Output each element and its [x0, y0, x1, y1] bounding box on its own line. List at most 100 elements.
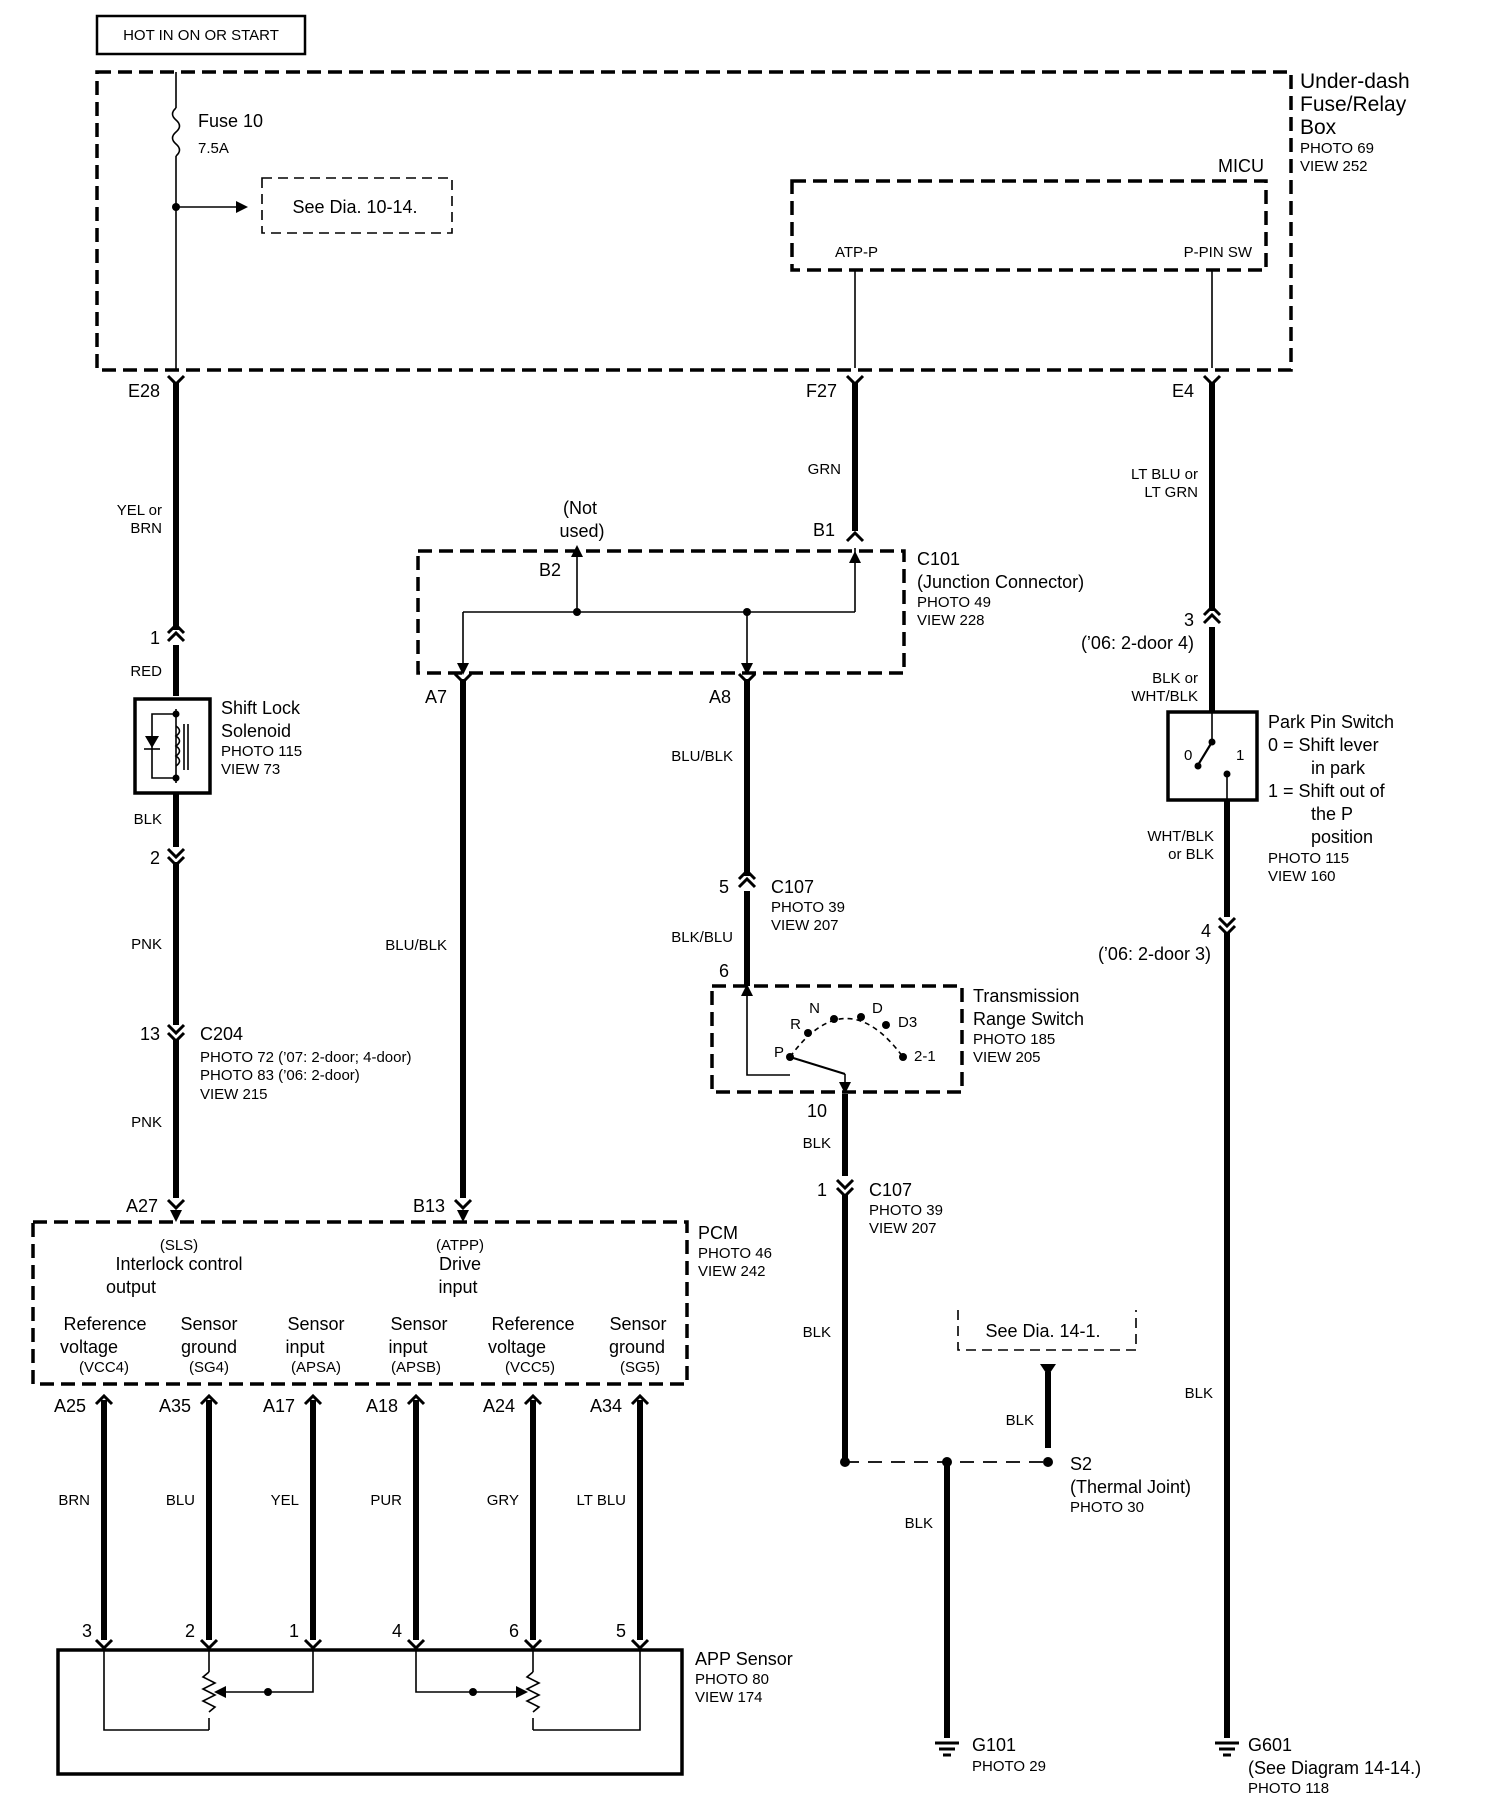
ground-icon	[935, 1741, 959, 1757]
potentiometer-icon	[525, 1671, 541, 1713]
c107-pin-5: 5	[719, 877, 729, 897]
c107-name: C107	[771, 877, 814, 897]
park-pin-legend-4: the P	[1311, 804, 1353, 824]
park-pin-legend-2: in park	[1311, 758, 1366, 778]
pcm-a27: A27	[126, 1196, 158, 1216]
app-pin-6: 6	[509, 1621, 519, 1641]
app-sensor-photo: PHOTO 80	[695, 1671, 769, 1688]
c101-a8: A8	[709, 687, 731, 707]
park-pin-note-4: (’06: 2-door 3)	[1098, 944, 1211, 964]
wire-wht-blk-1: WHT/BLK	[1147, 828, 1214, 845]
g601-name: G601	[1248, 1735, 1292, 1755]
wire-pnk-1: PNK	[131, 936, 162, 953]
pcm-sls-label-2: output	[106, 1277, 156, 1297]
arrow-down-icon	[1040, 1364, 1056, 1376]
solenoid-pin-1: 1	[150, 628, 160, 648]
ref-see-dia-10-14[interactable]: See Dia. 10-14.	[292, 197, 417, 217]
fuse-name: Fuse 10	[198, 111, 263, 131]
pcm-col-3-l2: input	[285, 1337, 324, 1357]
pcm-col-3-code: (APSA)	[291, 1359, 341, 1376]
wire-color-labels: YEL or BRN GRN LT BLU or LT GRN RED BLK …	[117, 461, 1214, 1532]
c101-not-used-1: (Not	[563, 498, 597, 518]
trs-view: VIEW 205	[973, 1049, 1041, 1066]
g101-name: G101	[972, 1735, 1016, 1755]
trs-pos-d: D	[872, 1000, 883, 1017]
pcm-col-3-wire: YEL	[271, 1492, 299, 1509]
pcm-col-5-l1: Reference	[491, 1314, 574, 1334]
pcm-col-6-l1: Sensor	[609, 1314, 666, 1334]
wire-yel-brn-1: YEL or	[117, 502, 162, 519]
c107-lower-view: VIEW 207	[869, 1220, 937, 1237]
fuse-box-title-2: Fuse/Relay	[1300, 93, 1407, 116]
micu-p-pin-sw: P-PIN SW	[1184, 244, 1253, 261]
c204-photo-2: PHOTO 83 (’06: 2-door)	[200, 1067, 360, 1084]
pcm-col-4-l2: input	[388, 1337, 427, 1357]
c101-desc: (Junction Connector)	[917, 572, 1084, 592]
c101-a7: A7	[425, 687, 447, 707]
park-pin-switch: 3 (’06: 2-door 4) 0 1 Park Pin Switch 0 …	[1081, 610, 1394, 964]
ground-g601: G601 (See Diagram 14-14.) PHOTO 118	[1215, 1735, 1421, 1797]
pcm-col-2-wire: BLU	[166, 1492, 195, 1509]
pcm-col-6-wire: LT BLU	[577, 1492, 626, 1509]
arrow-up-icon	[741, 984, 753, 996]
fuse-rating: 7.5A	[198, 140, 229, 157]
c101-b1: B1	[813, 520, 835, 540]
g601-desc: (See Diagram 14-14.)	[1248, 1758, 1421, 1778]
fuse-box-photo: PHOTO 69	[1300, 140, 1374, 157]
wire-blk-wht-1: BLK or	[1152, 670, 1198, 687]
c101-junction-connector: (Not used) B2 B1 A7 A8 C101 (Junction Co…	[416, 498, 1084, 707]
c107-pin-6: 6	[719, 961, 729, 981]
park-pin-zero: 0	[1184, 747, 1192, 764]
wire-blk-trs: BLK	[803, 1135, 831, 1152]
trs-pos-n: N	[809, 1000, 820, 1017]
app-pin-3: 3	[82, 1621, 92, 1641]
pcm-b13: B13	[413, 1196, 445, 1216]
c204-pin: 13	[140, 1024, 160, 1044]
connector-marks	[94, 374, 1237, 1651]
wire-blk-blu: BLK/BLU	[671, 929, 733, 946]
wire-blk-solenoid: BLK	[134, 811, 162, 828]
g101-photo: PHOTO 29	[972, 1758, 1046, 1775]
power-label-box: HOT IN ON OR START	[95, 14, 307, 56]
park-pin-legend-5: position	[1311, 827, 1373, 847]
diode-icon	[145, 736, 159, 748]
potentiometer-icon	[201, 1671, 217, 1713]
trs-pos-p: P	[774, 1044, 784, 1061]
s2-name: S2	[1070, 1454, 1092, 1474]
pcm-col-1-l1: Reference	[63, 1314, 146, 1334]
pcm-sls-label-1: Interlock control	[115, 1254, 242, 1274]
app-sensor-name: APP Sensor	[695, 1649, 793, 1669]
pcm-col-1-code: (VCC4)	[79, 1359, 129, 1376]
terminal-e4: E4	[1172, 381, 1194, 401]
trs-photo: PHOTO 185	[973, 1031, 1055, 1048]
c107-connector-lower: 1 C107 PHOTO 39 VIEW 207	[817, 1180, 943, 1237]
terminal-e28: E28	[128, 381, 160, 401]
transmission-range-switch: R N D D3 P 2-1 Transmission Range Switch…	[710, 976, 1084, 1121]
switch-blade-icon	[1197, 741, 1213, 766]
pcm-atpp-label-2: input	[438, 1277, 477, 1297]
wire-blu-blk-a8: BLU/BLK	[671, 748, 733, 765]
ref-see-dia-14-1[interactable]: See Dia. 14-1.	[985, 1321, 1100, 1341]
pcm-col-4-term: A18	[366, 1396, 398, 1416]
arrow-right-icon	[236, 201, 248, 213]
c107-lower-name: C107	[869, 1180, 912, 1200]
trs-name-2: Range Switch	[973, 1009, 1084, 1029]
wire-wht-blk-2: or BLK	[1168, 846, 1214, 863]
park-pin-view: VIEW 160	[1268, 868, 1336, 885]
pcm-col-5-wire: GRY	[487, 1492, 519, 1509]
s2-desc: (Thermal Joint)	[1070, 1477, 1191, 1497]
c107-view: VIEW 207	[771, 917, 839, 934]
s2-thermal-joint: See Dia. 14-1. S2 (Thermal Joint) PHOTO …	[840, 1310, 1191, 1516]
fuse-10: Fuse 10 7.5A See Dia. 10-14.	[171, 72, 453, 370]
pcm-col-4-wire: PUR	[370, 1492, 402, 1509]
arrow-down-icon	[170, 1210, 182, 1222]
pcm-col-5-l2: voltage	[488, 1337, 546, 1357]
terminal-f27: F27	[806, 381, 837, 401]
c101-name: C101	[917, 549, 960, 569]
trs-pos-r: R	[790, 1016, 801, 1033]
pcm-col-1-l2: voltage	[60, 1337, 118, 1357]
under-dash-fuse-relay-box: Under-dash Fuse/Relay Box PHOTO 69 VIEW …	[95, 70, 1410, 372]
pcm-col-2-term: A35	[159, 1396, 191, 1416]
pcm: A27 B13 PCM PHOTO 46 VIEW 242 (SLS) Inte…	[31, 1196, 772, 1641]
